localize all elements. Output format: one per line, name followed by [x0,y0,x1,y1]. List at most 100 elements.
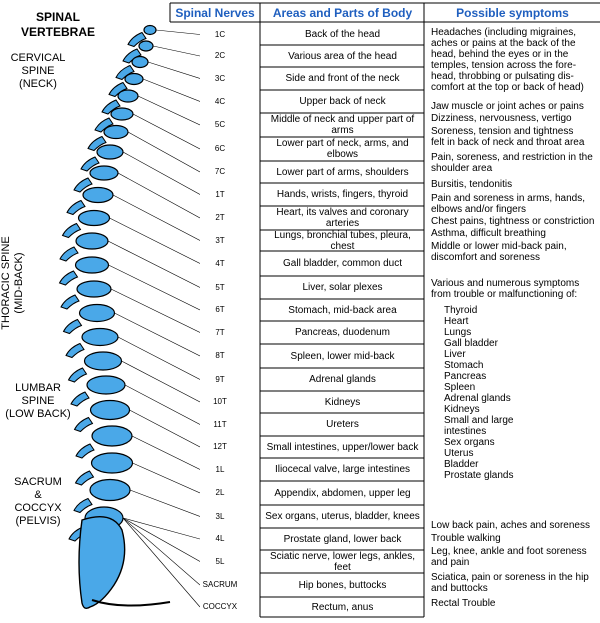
vertebra-process [61,222,82,239]
spinal-nerve-label: 6T [215,305,225,314]
symptom-text: Jaw muscle or joint aches or pains [431,101,584,112]
vertebra [82,186,114,204]
vertebra [76,280,112,298]
body-area-cell: Various area of the head [288,50,397,62]
body-area-cell: Sciatic nerve, lower legs, ankles, feet [269,550,416,573]
symptom-text: Bursitis, tendonitis [431,179,513,190]
body-area-cell: Kidneys [324,396,361,408]
symptom-text: Dizziness, nervousness, vertigo [431,113,572,124]
body-area-cell: Sex organs, uterus, bladder, knees [265,511,420,522]
vertebra-process [73,416,94,433]
vertebra-process [66,199,86,216]
spinal-nerve-label: 4T [215,258,225,268]
leader-line [121,360,200,403]
spinal-nerve-label: 1C [214,29,226,39]
leader-line [127,131,200,173]
body-area-cell: Rectum, anus [311,601,374,613]
leader-line [122,151,200,195]
vertebra [117,89,139,103]
leader-line [147,61,200,79]
symptom-text: Headaches (including migraines, aches or… [431,27,584,93]
spinal-nerve-label: 1L [215,464,225,474]
vertebra-process [60,294,80,310]
vertebra [78,303,116,323]
symptom-text: Trouble walking [431,533,501,544]
vertebra-process [73,177,93,193]
leader-line [107,240,200,288]
vertebra [77,209,111,227]
vertebra-process [67,367,88,383]
spinal-nerve-label: 5L [215,556,225,566]
spinal-nerve-label: 4C [214,96,226,106]
vertebra-process [115,64,135,81]
spinal-nerve-label: 3L [215,511,225,521]
vertebra [91,425,133,447]
vertebra [89,165,119,181]
leader-line [117,172,200,219]
vertebra-process [62,318,83,335]
spinal-nerve-label: 3C [214,73,226,83]
spinal-nerve-label: COCCYX [202,602,238,611]
leader-line [132,462,200,494]
vertebra-process [74,470,95,486]
spinal-nerve-label: 2T [215,213,225,222]
leader-line [110,288,200,333]
vertebra-process [94,117,114,133]
header-areas-parts: Areas and Parts of Body [272,6,413,20]
symptom-text: Chest pains, tightness or constriction [431,216,595,227]
body-area-cell: Adrenal glands [309,374,376,385]
body-area-cell: Hands, wrists, fingers, thyroid [276,189,409,200]
symptom-text: Rectal Trouble [431,598,496,609]
vertebra [83,351,123,371]
vertebra [86,375,126,395]
symptom-text: Low back pain, aches and soreness [431,520,590,531]
vertebra [74,256,110,274]
body-area-cell: Heart, its valves and coronary arteries [276,207,409,229]
body-area-cell: Lower part of neck, arms, and elbows [276,138,409,160]
leader-line [117,336,200,380]
leader-line [112,194,200,241]
body-area-cell: Side and front of the neck [285,73,400,84]
vertebra [110,107,134,121]
body-area-cell: Ureters [326,419,359,430]
body-area-cell: Back of the head [304,29,381,40]
vertebra-process [70,391,90,407]
vertebra [131,55,149,69]
symptom-text: Sciatica, pain or soreness in the hip an… [431,572,589,594]
body-area-cell: Liver, solar plexes [302,282,383,293]
spinal-nerve-label: 8T [215,351,225,360]
body-area-cell: Small intestines, upper/lower back [266,441,419,453]
leader-line [122,517,200,562]
leader-line [142,78,200,102]
leader-line [108,264,200,311]
leader-line [131,435,200,470]
vertebra [75,232,109,250]
body-area-cell: Gall bladder, common duct [283,258,402,269]
body-area-cell: Lungs, bronchial tubes, pleura, chest [274,229,411,252]
leader-line [122,517,200,540]
symptom-text: Pain and soreness in arms, hands, elbows… [431,193,585,215]
spinal-nerve-label: 4L [215,534,225,543]
sacrum [78,516,126,610]
spinal-nerve-label: 5T [215,282,225,292]
coccyx [91,599,171,607]
leader-line [152,45,200,57]
spinal-nerve-label: 10T [213,397,227,406]
header-possible-symptoms: Possible symptoms [456,6,569,20]
spine-illustration [58,24,200,610]
symptom-text: Leg, knee, ankle and foot soreness and p… [431,546,587,568]
spinal-nerve-label: 9T [215,374,225,384]
vertebra [103,124,129,140]
vertebra-process [80,156,100,172]
spinal-nerve-label: 7C [214,167,226,176]
body-area-cell: Prostate gland, lower back [283,533,402,545]
leader-line [114,312,200,357]
region-label-lumbar: LUMBAR SPINE (LOW BACK) [5,382,71,420]
leader-line [109,217,200,264]
leader-line [137,95,200,126]
vertebra [96,144,124,160]
body-area-cell: Hip bones, buttocks [298,579,387,591]
spinal-nerve-label: 11T [213,419,227,429]
vertebra [124,72,144,86]
spinal-nerve-label: 3T [215,235,225,245]
